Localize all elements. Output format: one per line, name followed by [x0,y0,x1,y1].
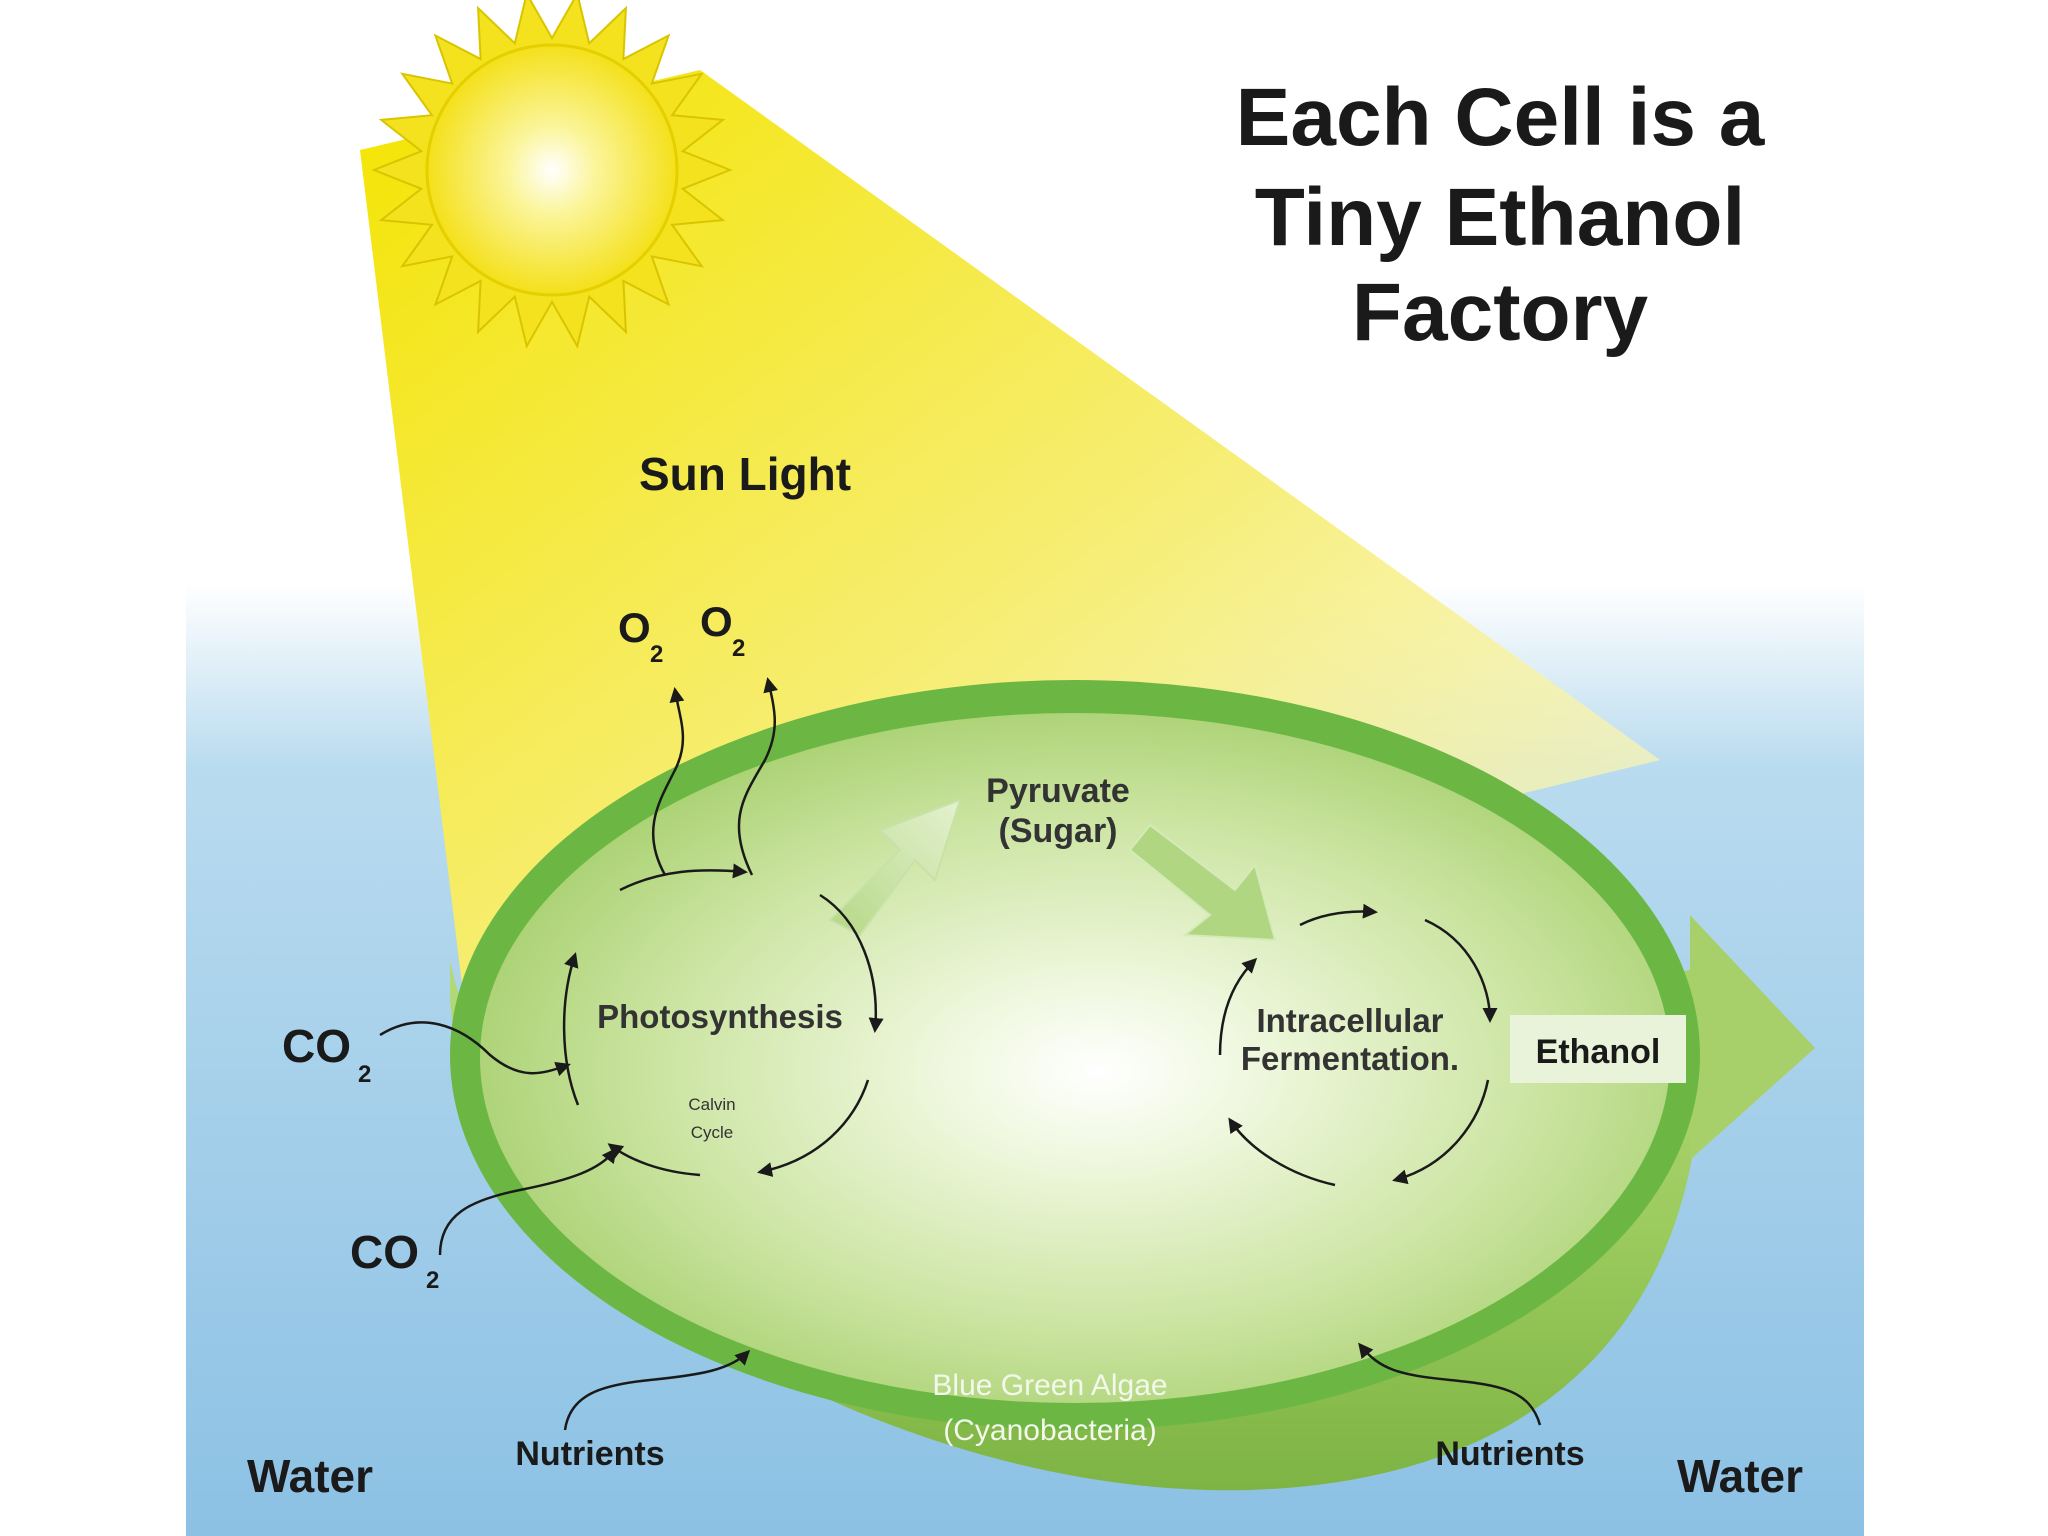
o2-label-left: O 2 [618,604,663,668]
pyruvate-arrow-up [828,798,962,937]
o2-label-right: O 2 [700,598,745,662]
sugar-label: (Sugar) [999,812,1118,850]
white-right-margin [1864,0,2048,1536]
nutrients-label-right: Nutrients [1435,1435,1584,1473]
svg-text:2: 2 [650,641,663,668]
title-line-1: Each Cell is a [1236,72,1766,163]
nutrients-label-left: Nutrients [515,1435,664,1473]
ethanol-output-arrow [1660,915,1815,1160]
svg-text:2: 2 [426,1267,439,1294]
intracellular-label: Intracellular [1256,1002,1443,1039]
ethanol-label: Ethanol [1536,1033,1661,1071]
svg-text:CO: CO [282,1020,351,1072]
water-label-right: Water [1677,1450,1803,1502]
svg-text:O: O [618,604,651,651]
pyruvate-arrow-down [1128,823,1277,942]
title-line-2: Tiny Ethanol [1255,172,1746,263]
photosynthesis-label: Photosynthesis [597,998,843,1035]
cycle-label: Cycle [691,1123,734,1142]
white-left-margin [0,0,186,1536]
algae-label: Blue Green Algae [932,1369,1167,1402]
fermentation-cycle [1218,903,1498,1187]
ethanol-label-box [1510,1015,1686,1083]
sun-light-label: Sun Light [639,448,851,500]
water-label-left: Water [247,1450,373,1502]
oxygen-release-arrows [651,677,779,876]
cell-interior [480,713,1670,1403]
co2-label-lower: CO 2 [350,1226,439,1294]
calvin-label: Calvin [688,1095,735,1114]
nutrients-arrows [563,1342,1542,1431]
svg-text:2: 2 [732,635,745,662]
cyanobacteria-label: (Cyanobacteria) [943,1414,1156,1447]
co2-label-upper: CO 2 [282,1020,371,1088]
co2-intake-arrows [379,1021,617,1256]
sun-icon [371,0,733,349]
title-line-3: Factory [1352,267,1649,358]
pyruvate-label: Pyruvate [986,772,1130,810]
svg-text:O: O [700,598,733,645]
svg-text:2: 2 [358,1061,371,1088]
svg-text:CO: CO [350,1226,419,1278]
fermentation-label: Fermentation. [1241,1040,1459,1077]
